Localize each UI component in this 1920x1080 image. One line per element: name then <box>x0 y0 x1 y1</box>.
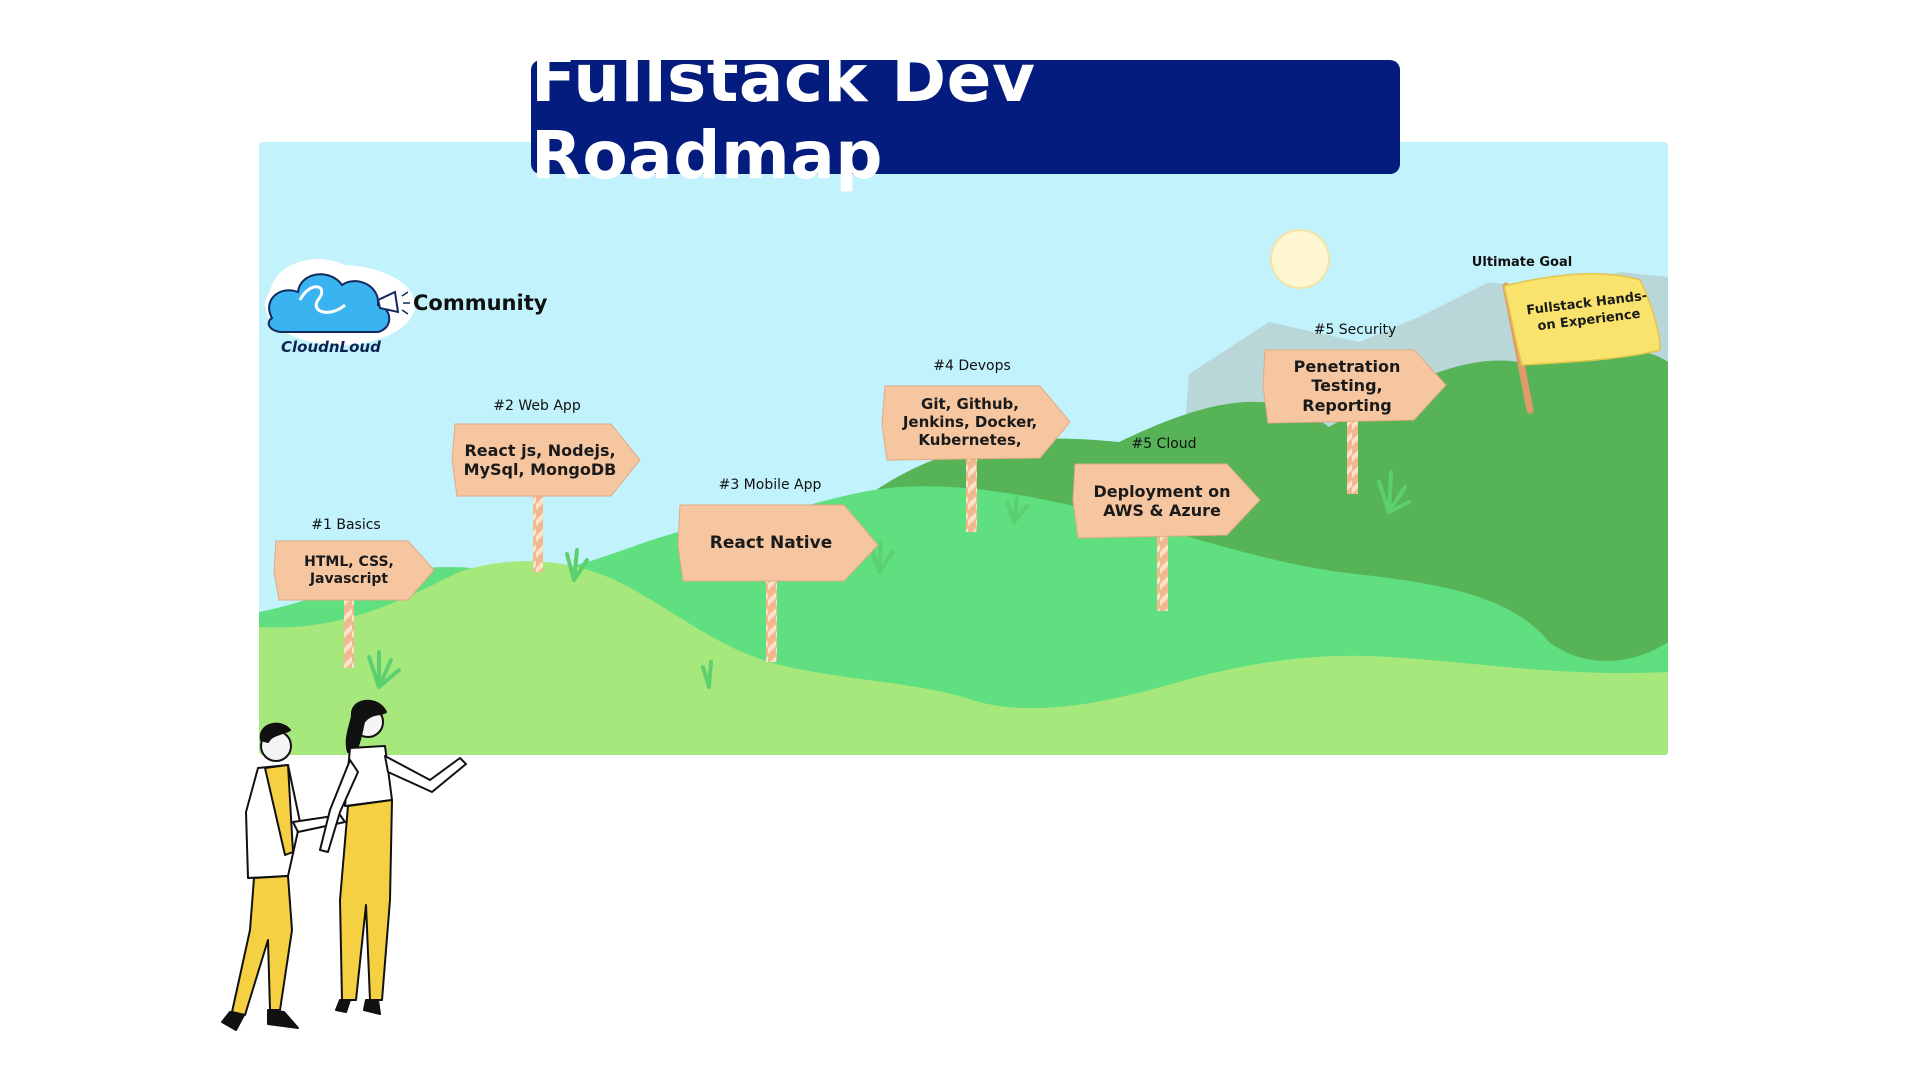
hill-light-shape <box>259 561 1668 755</box>
step-label-3: #3 Mobile App <box>718 477 822 493</box>
sun-icon <box>1270 229 1330 289</box>
signpost-board-2 <box>451 423 641 497</box>
sign-text-5: Deployment on AWS & Azure <box>1093 481 1231 520</box>
sign-text-4: Git, Github, Jenkins, Docker, Kubernetes… <box>902 395 1038 449</box>
brand-name: CloudnLoud <box>281 338 381 356</box>
step-label-6: #5 Security <box>1313 322 1397 338</box>
signpost-board-4 <box>881 385 1071 461</box>
two-people-pointing-illustration <box>221 699 467 1031</box>
signpost-board-5 <box>1072 463 1261 539</box>
step-label-4: #4 Devops <box>933 358 1011 374</box>
signpost-pole-4 <box>966 458 977 532</box>
signpost-board-3 <box>677 504 879 582</box>
sign-text-1: HTML, CSS, Javascript <box>304 554 394 587</box>
signpost-pole-2 <box>533 492 543 572</box>
step-label-5: #5 Cloud <box>1131 436 1197 452</box>
sign-text-2: React js, Nodejs, MySql, MongoDB <box>463 440 617 479</box>
signpost-pole-3 <box>766 580 777 662</box>
sign-text-3: React Native <box>709 532 833 553</box>
goal-label: Ultimate Goal <box>1471 255 1573 270</box>
goal-flag <box>1503 273 1661 366</box>
step-label-2: #2 Web App <box>493 398 581 414</box>
signpost-pole-1 <box>344 596 354 668</box>
sign-text-6: Penetration Testing, Reporting <box>1293 357 1401 415</box>
step-label-1: #1 Basics <box>311 517 381 533</box>
landscape-scene <box>259 142 1668 755</box>
brand-tagline: Community <box>413 291 548 315</box>
cloud-megaphone-icon <box>265 259 415 345</box>
signpost-board-6 <box>1262 349 1447 424</box>
signpost-board-1 <box>273 540 435 601</box>
signpost-pole-6 <box>1347 420 1358 494</box>
signpost-pole-5 <box>1157 535 1168 611</box>
page-title: Fullstack Dev Roadmap <box>531 40 1400 194</box>
